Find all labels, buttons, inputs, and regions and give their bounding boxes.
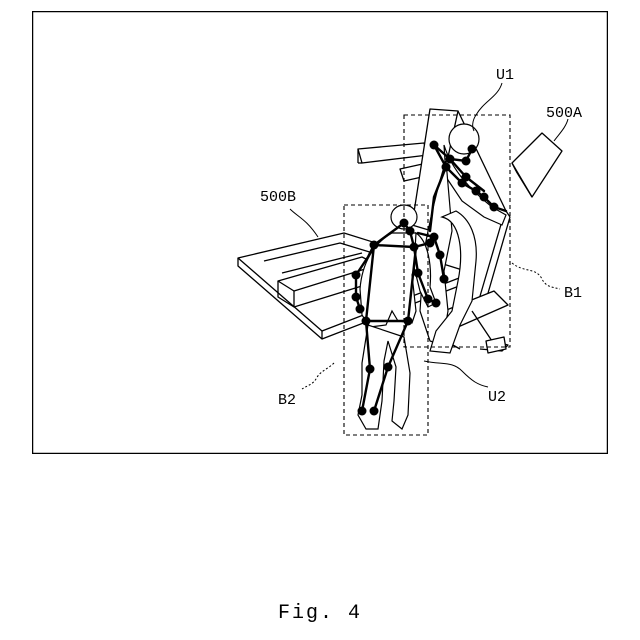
label-b2: B2 [278,392,296,409]
label-u1: U1 [496,67,514,84]
figure-caption: Fig. 4 [0,602,640,625]
figure-frame: U1 500A 500B B1 B2 U2 [32,11,608,454]
label-u2: U2 [488,389,506,406]
patent-drawing: U1 500A 500B B1 B2 U2 [32,11,608,454]
label-500b: 500B [260,189,296,206]
label-b1: B1 [564,285,582,302]
frame-border [33,12,608,454]
label-500a: 500A [546,105,582,122]
